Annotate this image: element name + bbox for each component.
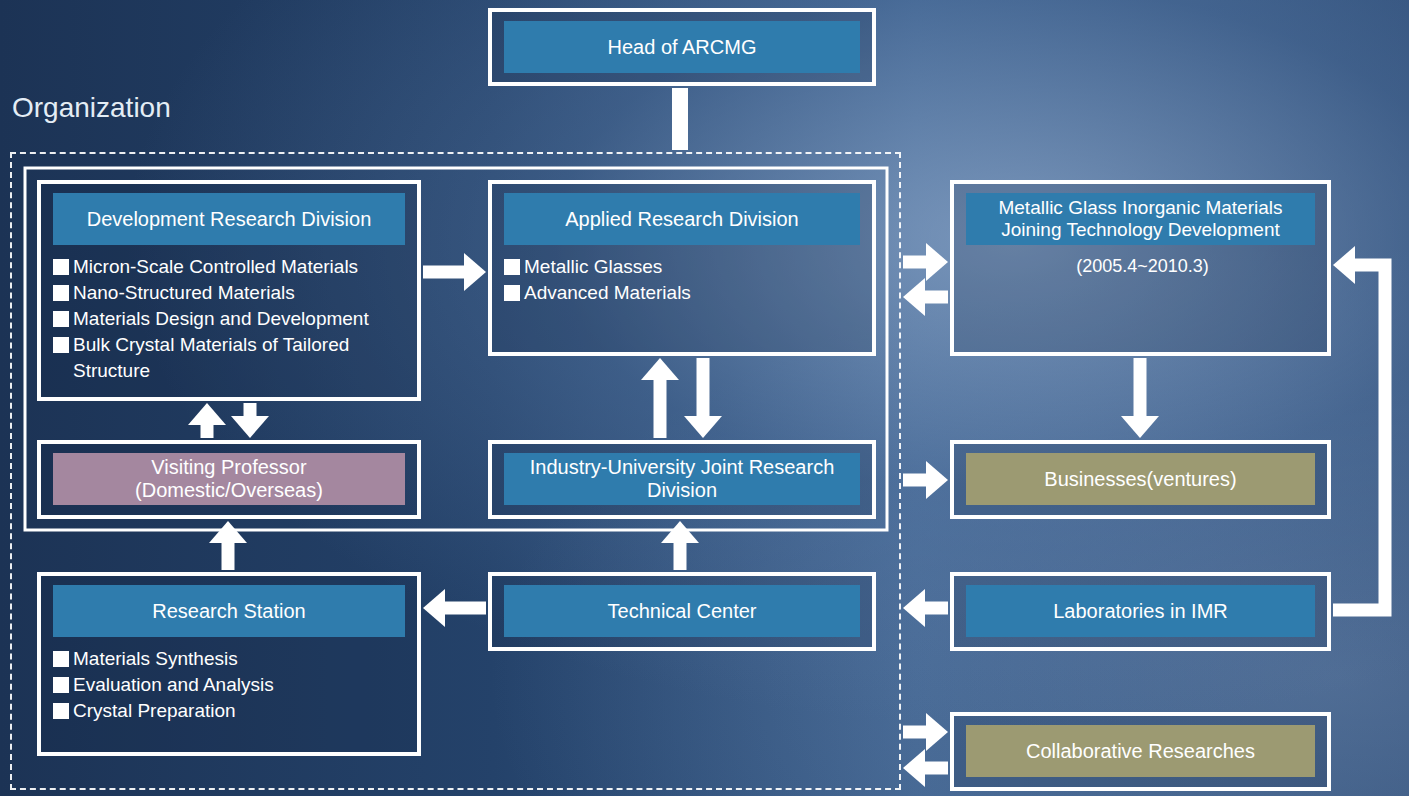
bullet-item: Materials Design and Development [53, 306, 409, 332]
bullet-item: Nano-Structured Materials [53, 280, 409, 306]
arrow-shaft [924, 762, 948, 775]
division-box: Applied Research DivisionMetallic Glasse… [488, 180, 876, 356]
arrow-shaft [672, 88, 688, 150]
arrow-head [231, 416, 269, 438]
lab-box: Laboratories in IMR [950, 572, 1331, 651]
arrow-shaft [222, 542, 235, 570]
box-title: Businesses(ventures) [966, 453, 1315, 505]
flow-arrow [209, 521, 247, 570]
arrow-head [641, 358, 679, 380]
flow-arrow [423, 589, 486, 627]
box-title: Metallic Glass Inorganic Materials Joini… [966, 193, 1315, 245]
arrow-head [1333, 246, 1355, 284]
arrow-shaft [903, 726, 927, 739]
bullet-item: Bulk Crystal Materials of Tailored Struc… [53, 332, 409, 384]
flow-arrow [1121, 358, 1159, 438]
arrow-head [903, 749, 925, 787]
arrow-head [1121, 416, 1159, 438]
inner-frame [25, 168, 887, 530]
arrow-shaft [201, 424, 214, 438]
head-box: Head of ARCMG [488, 8, 876, 86]
arrow-head [926, 713, 948, 751]
flow-arrow [903, 589, 948, 627]
arrow-head [684, 416, 722, 438]
box-title: Laboratories in IMR [966, 585, 1315, 637]
arrow-shaft [903, 474, 927, 487]
organization-region: OrganizationDevelopment Research Divisio… [10, 152, 901, 790]
arrow-head [903, 589, 925, 627]
bullet-item: Evaluation and Analysis [53, 672, 409, 698]
arrow-shaft [1134, 358, 1147, 417]
flow-arrow [661, 521, 699, 570]
arrow-head [926, 461, 948, 499]
arrow-head [903, 278, 925, 316]
arrow-head [209, 521, 247, 543]
flow-arrow [903, 713, 948, 751]
box-title: Collaborative Researches [966, 725, 1315, 777]
arrow-shaft [924, 602, 948, 615]
box-title: Head of ARCMG [504, 21, 860, 73]
bullet-item: Materials Synthesis [53, 646, 409, 672]
arrow-head [661, 521, 699, 543]
arrow-shaft [444, 602, 486, 615]
flow-arrow [1333, 246, 1385, 610]
visiting-box: Visiting Professor (Domestic/Overseas) [37, 440, 421, 519]
arrow-shaft [244, 403, 257, 417]
arrow-shaft [1333, 265, 1385, 610]
box-body: (2005.4~2010.3) [954, 254, 1327, 288]
bullet-item: Micron-Scale Controlled Materials [53, 254, 409, 280]
flow-arrow [680, 88, 681, 150]
box-title: Applied Research Division [504, 193, 860, 245]
bullet-item: Crystal Preparation [53, 698, 409, 724]
box-title: Research Station [53, 585, 405, 637]
arrow-shaft [654, 379, 667, 438]
box-title: Development Research Division [53, 193, 405, 245]
flow-arrow [423, 253, 486, 291]
region-heading: Organization [12, 92, 171, 124]
box-body: Micron-Scale Controlled MaterialsNano-St… [41, 254, 417, 394]
arrow-shaft [674, 542, 687, 570]
flow-arrow [903, 243, 948, 281]
box-title: Industry-University Joint Research Divis… [504, 453, 860, 505]
division-box: Industry-University Joint Research Divis… [488, 440, 876, 519]
flow-arrow [231, 403, 269, 438]
box-body: Metallic GlassesAdvanced Materials [492, 254, 872, 316]
collab-box: Collaborative Researches [950, 712, 1331, 791]
station-box: Research StationMaterials SynthesisEvalu… [37, 572, 421, 756]
center-box: Technical Center [488, 572, 876, 651]
arrow-shaft [697, 358, 710, 417]
flow-arrow [903, 749, 948, 787]
arrow-shaft [903, 256, 927, 269]
flow-arrow [903, 461, 948, 499]
date-range: (2005.4~2010.3) [966, 254, 1319, 278]
arrow-head [188, 403, 226, 425]
box-title: Technical Center [504, 585, 860, 637]
arrow-shaft [423, 266, 465, 279]
arrow-head [423, 589, 445, 627]
project-box: Metallic Glass Inorganic Materials Joini… [950, 180, 1331, 356]
arrow-head [926, 243, 948, 281]
business-box: Businesses(ventures) [950, 440, 1331, 519]
box-title: Visiting Professor (Domestic/Overseas) [53, 453, 405, 505]
box-body: Materials SynthesisEvaluation and Analys… [41, 646, 417, 734]
bullet-item: Metallic Glasses [504, 254, 864, 280]
arrow-head [464, 253, 486, 291]
bullet-item: Advanced Materials [504, 280, 864, 306]
flow-arrow [903, 278, 948, 316]
flow-arrow [641, 358, 679, 438]
flow-arrow [684, 358, 722, 438]
arrow-shaft [924, 291, 948, 304]
division-box: Development Research DivisionMicron-Scal… [37, 180, 421, 401]
flow-arrow [188, 403, 226, 438]
